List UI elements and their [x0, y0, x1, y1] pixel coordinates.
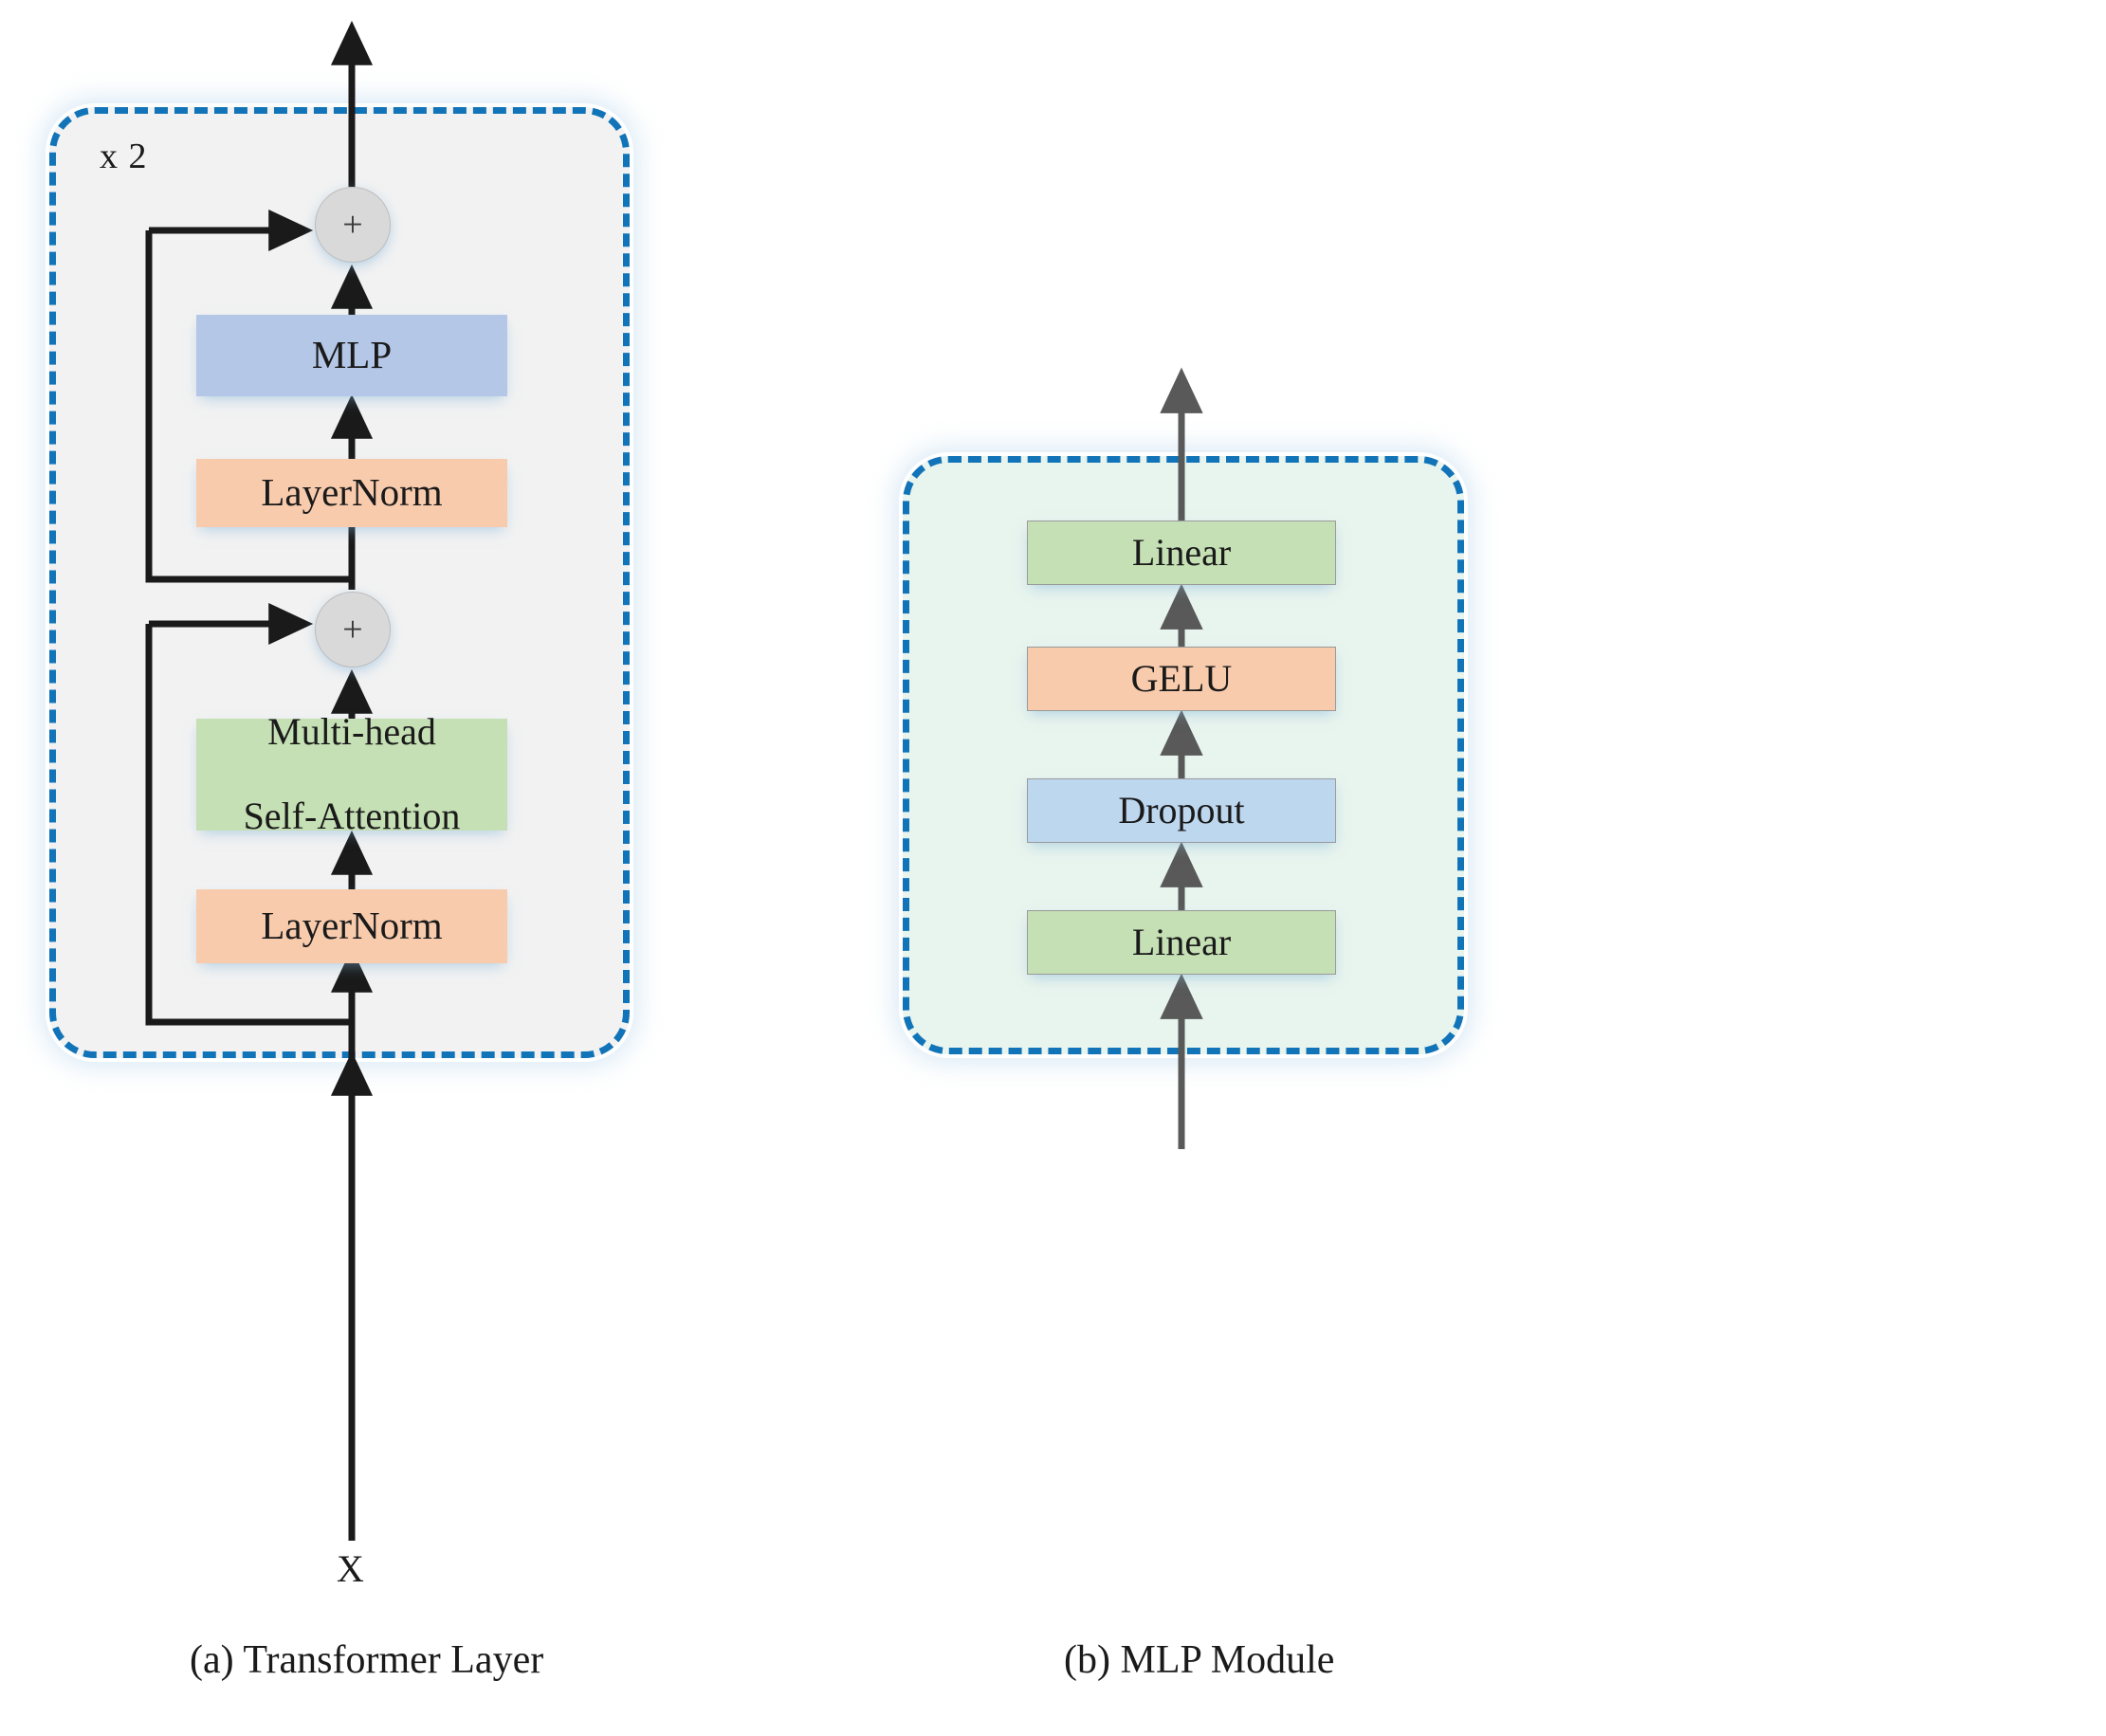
block-gelu: GELU [1027, 647, 1336, 711]
block-linear-top-label: Linear [1131, 530, 1232, 574]
input-x-label: X [337, 1547, 364, 1590]
block-gelu-label: GELU [1130, 656, 1233, 700]
block-dropout-label: Dropout [1118, 788, 1245, 831]
block-attention-label-line1: Multi-head [267, 709, 436, 753]
caption-panel-b: (b) MLP Module [1064, 1638, 1335, 1682]
block-layernorm-top-label: LayerNorm [261, 470, 443, 515]
caption-panel-a: (a) Transformer Layer [190, 1638, 544, 1682]
block-multihead-self-attention: Multi-head Self-Attention [196, 710, 507, 837]
block-layernorm-top: LayerNorm [196, 459, 507, 527]
block-mlp-label: MLP [311, 333, 393, 377]
block-dropout: Dropout [1027, 778, 1336, 843]
block-linear-top: Linear [1027, 521, 1336, 585]
residual-add-attention-node: + [315, 592, 391, 667]
block-layernorm-bottom-label: LayerNorm [261, 904, 443, 948]
plus-icon: + [342, 205, 363, 245]
block-mlp: MLP [196, 315, 507, 396]
residual-add-mlp-node: + [315, 187, 391, 263]
repeat-count-label: x 2 [100, 137, 148, 176]
block-attention-label-line2: Self-Attention [243, 795, 461, 838]
block-layernorm-bottom: LayerNorm [196, 889, 507, 963]
block-linear-bottom-label: Linear [1131, 920, 1232, 963]
block-attention-label: Multi-head Self-Attention [243, 709, 461, 838]
plus-icon: + [342, 610, 363, 649]
block-linear-bottom: Linear [1027, 910, 1336, 975]
